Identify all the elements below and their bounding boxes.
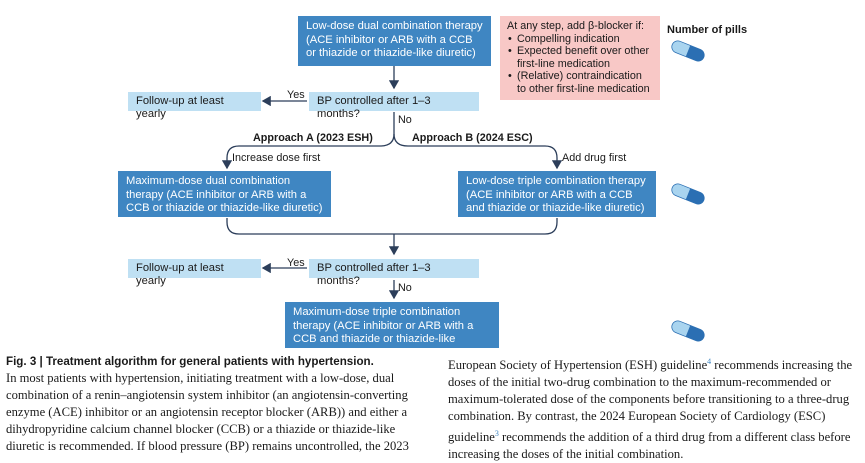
figure-title: Fig. 3 | Treatment algorithm for general…	[6, 355, 374, 368]
caption-left-text: In most patients with hypertension, init…	[6, 371, 409, 453]
yes-label-1: Yes	[287, 89, 305, 101]
approach-b-label: Approach B (2024 ESC)	[412, 132, 533, 144]
reference-3[interactable]: 3	[494, 429, 499, 439]
beta-blocker-item: (Relative) contraindication to other fir…	[508, 70, 653, 95]
reference-4[interactable]: 4	[707, 357, 712, 366]
capsule-icon	[671, 40, 705, 62]
start-therapy-box: Low-dose dual combination therapy (ACE i…	[298, 16, 491, 66]
yes-label-2: Yes	[287, 257, 305, 269]
branch-a	[221, 133, 395, 170]
followup-box-1: Follow-up at least yearly	[128, 92, 261, 120]
beta-blocker-title: At any step, add β-blocker if:	[507, 20, 645, 32]
bp-check-1: BP controlled after 1–3 months?	[309, 92, 479, 120]
beta-blocker-item: Compelling indication	[508, 33, 653, 46]
capsule-icon	[671, 183, 705, 205]
caption-right-part1: European Society of Hypertension (ESH) g…	[448, 358, 708, 373]
caption-right-part3: recommends the addition of a third drug …	[448, 430, 851, 462]
pills-header: Number of pills	[667, 24, 748, 36]
final-therapy-box: Maximum-dose triple combination therapy …	[285, 302, 499, 359]
caption-right-part2: recommends increasing the doses of the i…	[448, 358, 853, 445]
approach-b-box: Low-dose triple combination therapy (ACE…	[458, 171, 656, 217]
figure-caption-right: European Society of Hypertension (ESH) g…	[448, 353, 862, 463]
branch-b	[393, 133, 563, 170]
bp-check-2: BP controlled after 1–3 months?	[309, 259, 479, 287]
beta-blocker-item: Expected benefit over other first-line m…	[508, 45, 653, 70]
capsule-icon	[671, 320, 705, 342]
merge-line	[226, 218, 558, 235]
no-label-1: No	[398, 114, 412, 126]
no-label-2: No	[398, 282, 412, 294]
figure-caption-left: Fig. 3 | Treatment algorithm for general…	[6, 353, 436, 455]
beta-blocker-list: Compelling indication Expected benefit o…	[507, 33, 653, 96]
approach-a-box: Maximum-dose dual combination therapy (A…	[118, 171, 331, 217]
followup-box-2: Follow-up at least yearly	[128, 259, 261, 287]
beta-blocker-box: At any step, add β-blocker if: Compellin…	[500, 16, 660, 100]
increase-dose-label: Increase dose first	[232, 152, 321, 164]
approach-a-label: Approach A (2023 ESH)	[253, 132, 373, 144]
add-drug-label: Add drug first	[562, 152, 627, 164]
